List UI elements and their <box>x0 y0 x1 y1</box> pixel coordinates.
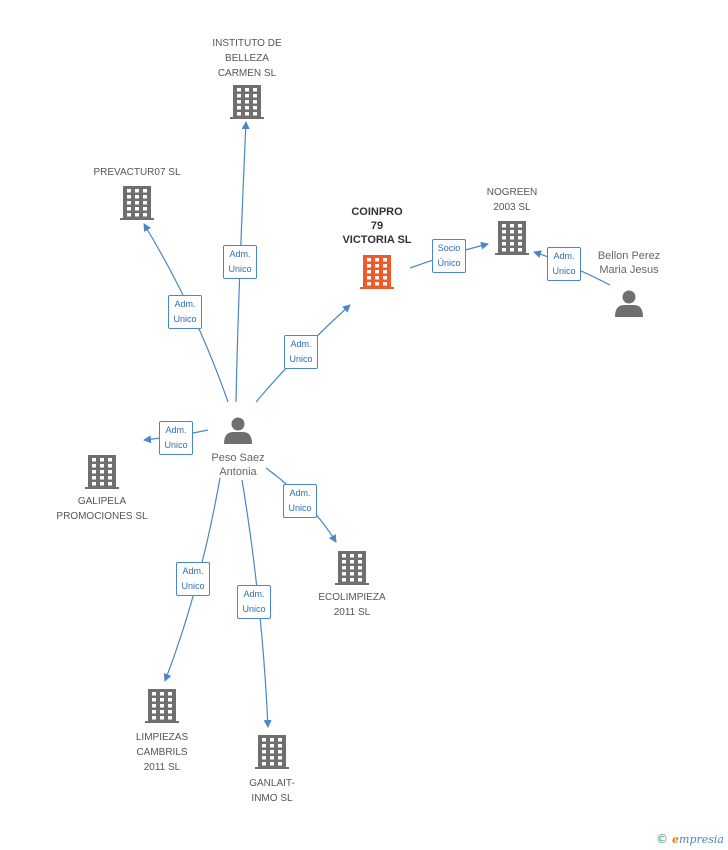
company-label-galipela[interactable]: GALIPELA PROMOCIONES SL <box>56 496 148 522</box>
company-label-limpiezas[interactable]: LIMPIEZAS CAMBRILS 2011 SL <box>135 732 189 773</box>
building-icon-coinpro[interactable] <box>360 255 394 289</box>
person-icon-peso[interactable] <box>224 417 252 445</box>
building-icon-prevactur[interactable] <box>120 186 154 220</box>
edge-label-peso-to-ecolimpieza[interactable]: Adm. Unico <box>283 484 317 518</box>
company-label-ecolimpieza[interactable]: ECOLIMPIEZA 2011 SL <box>318 592 386 618</box>
company-label-coinpro[interactable]: COINPRO 79 VICTORIA SL <box>342 206 412 246</box>
building-icon-instituto[interactable] <box>230 85 264 119</box>
empresia-watermark: ©empresia <box>656 832 724 846</box>
person-label-bellon[interactable]: Bellon Perez Maria Jesus <box>597 250 661 276</box>
company-label-nogreen[interactable]: NOGREEN 2003 SL <box>486 187 538 213</box>
building-icon-galipela[interactable] <box>85 455 119 489</box>
edge-label-peso-to-instituto[interactable]: Adm. Unico <box>223 245 257 279</box>
company-label-ganlait[interactable]: GANLAIT- INMO SL <box>249 778 295 804</box>
brand-name: mpresia <box>679 833 724 846</box>
edge-peso-to-instituto <box>235 121 250 403</box>
edge-label-bellon-to-nogreen[interactable]: Adm. Unico <box>547 247 581 281</box>
copyright-symbol: © <box>656 832 669 846</box>
building-icon-ecolimpieza[interactable] <box>335 551 369 585</box>
building-icon-limpiezas[interactable] <box>145 689 179 723</box>
edge-label-peso-to-galipela[interactable]: Adm. Unico <box>159 421 193 455</box>
building-icon-nogreen[interactable] <box>495 221 529 255</box>
company-label-prevactur[interactable]: PREVACTUR07 SL <box>93 167 181 178</box>
edge-label-peso-to-coinpro[interactable]: Adm. Unico <box>284 335 318 369</box>
brand-initial: e <box>672 833 680 846</box>
edge-label-peso-to-limpiezas[interactable]: Adm. Unico <box>176 562 210 596</box>
edge-label-peso-to-prevactur[interactable]: Adm. Unico <box>168 295 202 329</box>
person-label-peso[interactable]: Peso Saez Antonia <box>211 452 265 478</box>
edge-label-peso-to-ganlait[interactable]: Adm. Unico <box>237 585 271 619</box>
person-icon-bellon[interactable] <box>615 290 643 318</box>
edge-label-coinpro-to-nogreen[interactable]: Socio Único <box>432 239 466 273</box>
building-icon-ganlait[interactable] <box>255 735 289 769</box>
company-label-instituto[interactable]: INSTITUTO DE BELLEZA CARMEN SL <box>212 38 282 79</box>
